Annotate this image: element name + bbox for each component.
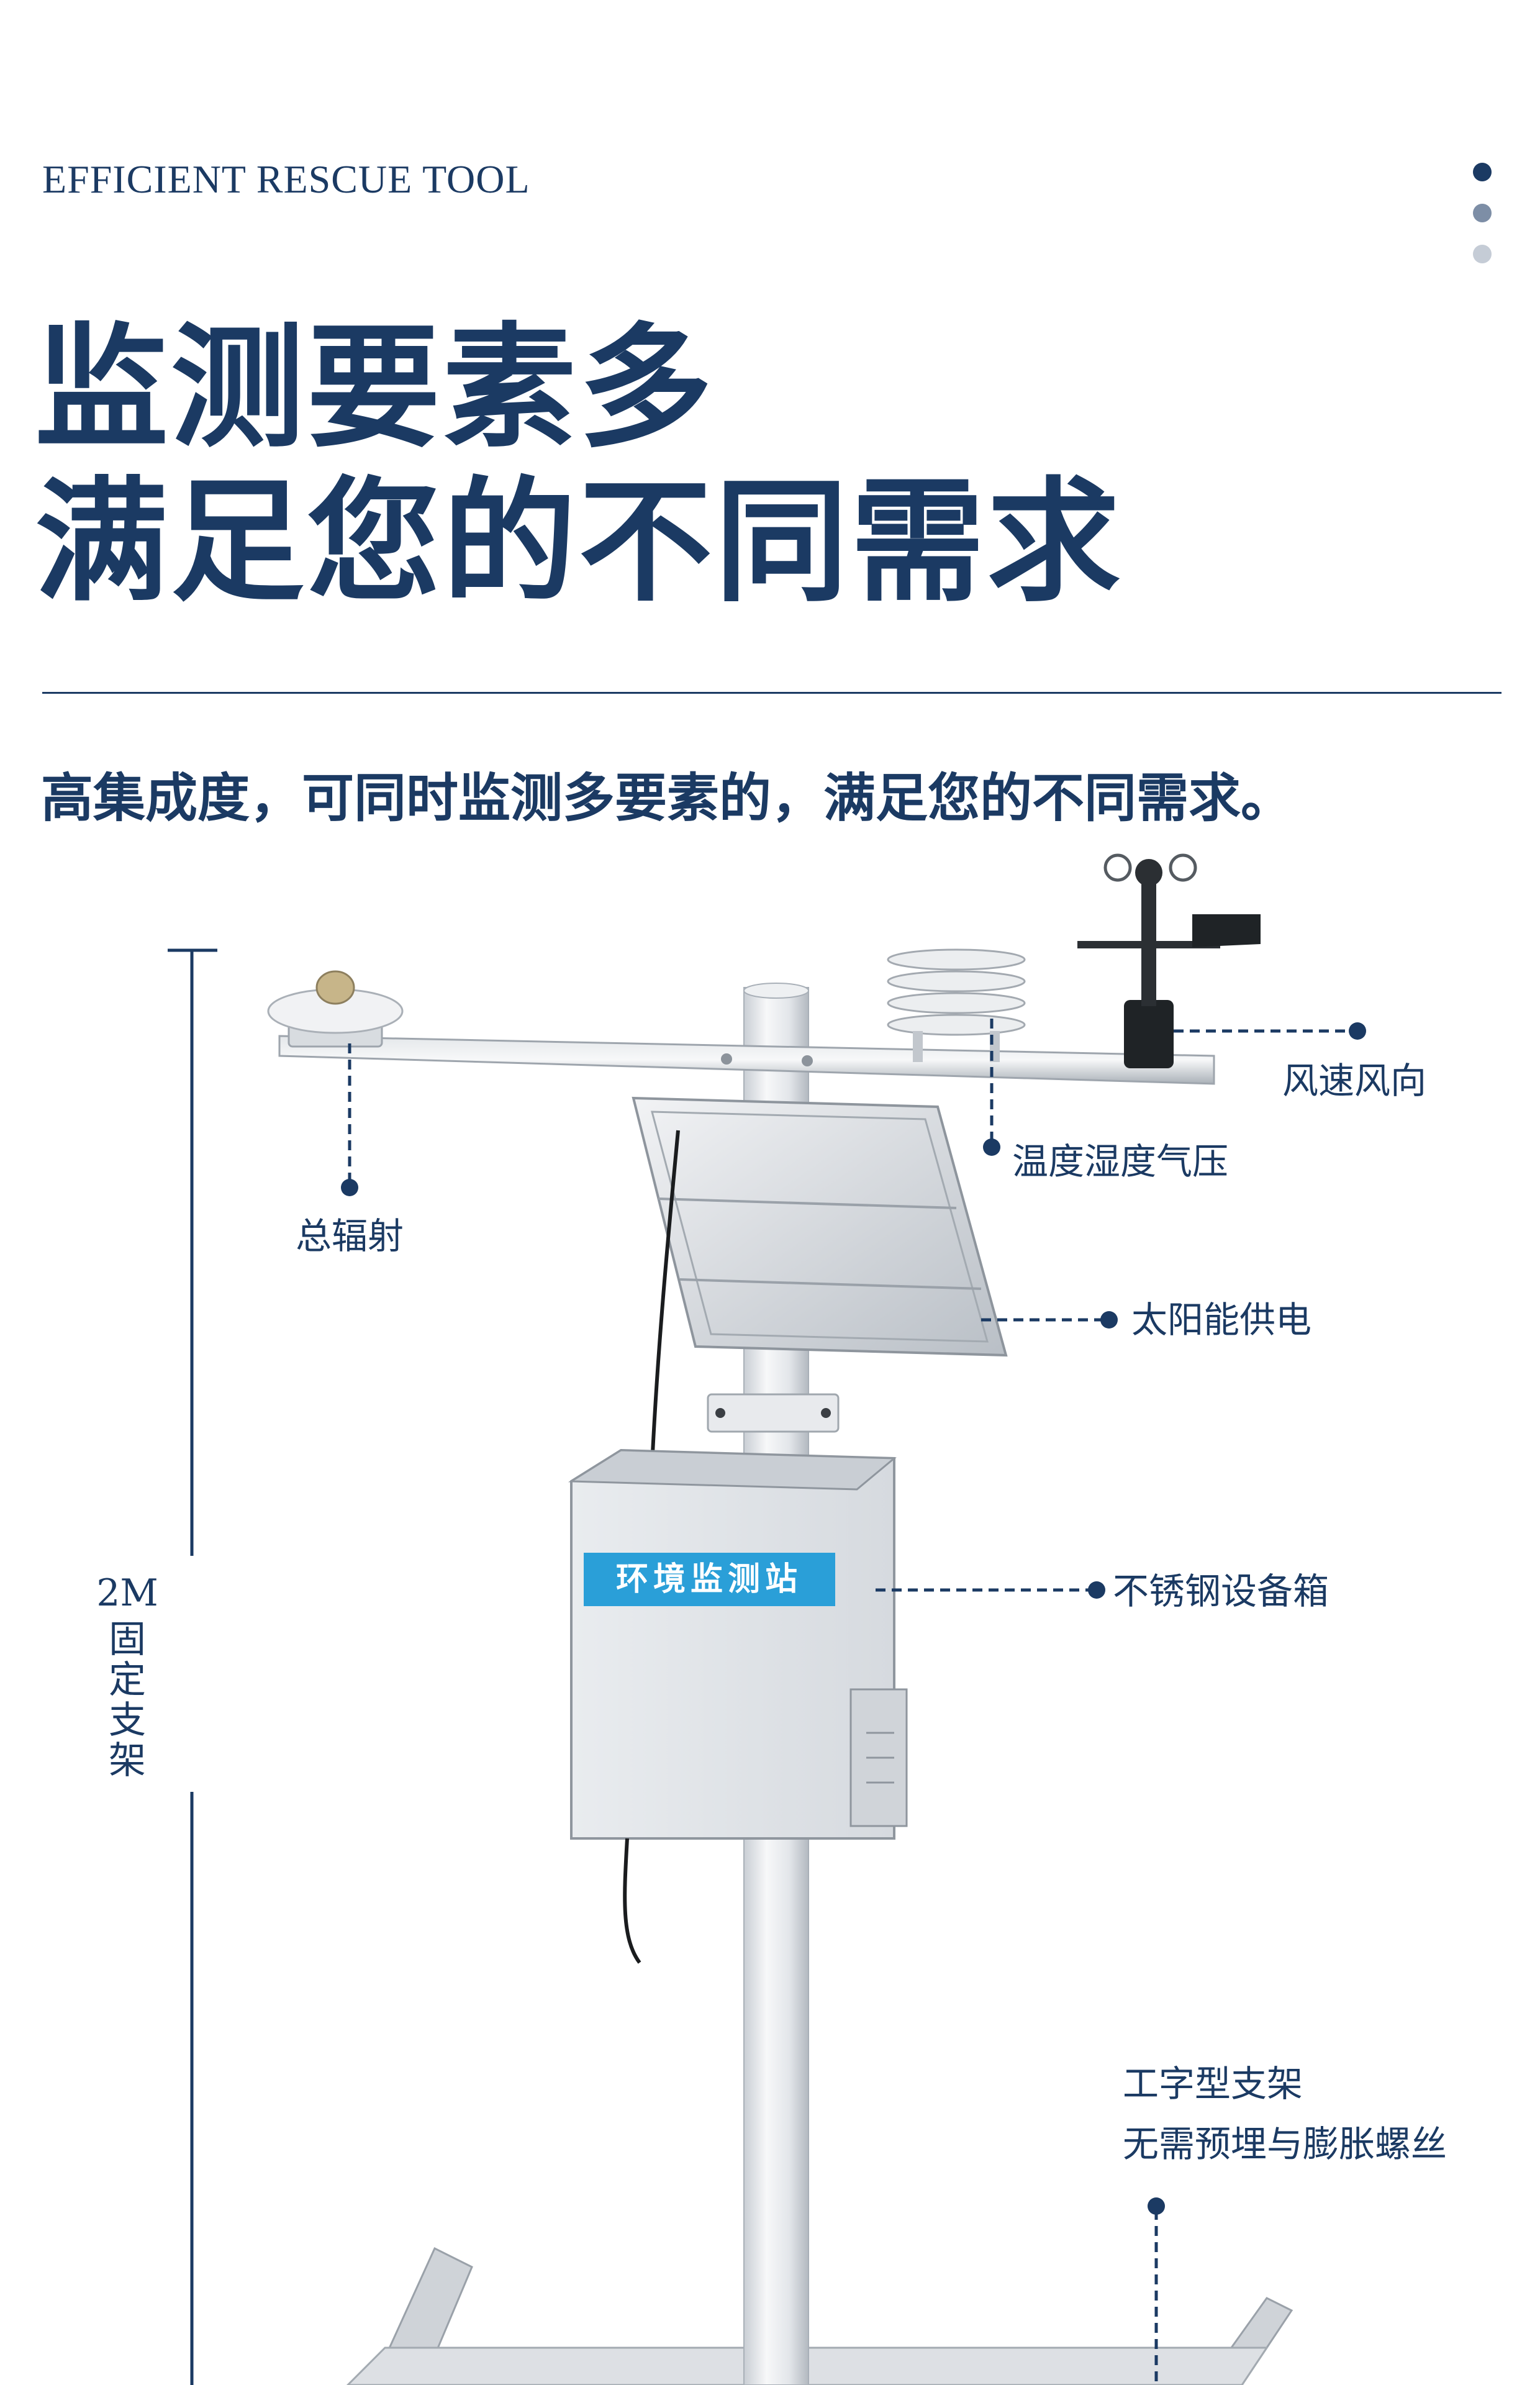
equipment-box (568, 1448, 908, 1840)
weather-station-diagram: 2M 固 定 支 架 (96, 853, 1447, 2385)
callout-temp-humidity-pressure: 温度湿度气压 (1012, 1140, 1228, 1183)
callout-radiation: 总辐射 (296, 1215, 404, 1257)
sensor-cable (650, 1130, 680, 1466)
title-line-1: 监测要素多 (35, 309, 715, 466)
indicator-dot (1473, 245, 1492, 263)
page-indicator (1472, 163, 1493, 286)
station-sign-text: 环境监测站 (616, 1561, 802, 1597)
station-sign (584, 1553, 835, 1606)
louvered-shelter (887, 948, 1026, 1062)
divider (42, 692, 1502, 694)
height-caption-char: 支 (109, 1699, 146, 1742)
radiation-sensor (267, 970, 404, 1048)
pole-clamp (707, 1393, 840, 1433)
callout-solar-power: 太阳能供电 (1131, 1299, 1311, 1341)
box-cable (623, 1838, 641, 1964)
callout-stand-line-1: 工字型支架 (1123, 2063, 1303, 2105)
page-title: 监测要素多 满足您的不同需求 (35, 311, 1123, 619)
height-label: 2M (96, 1571, 158, 1615)
callout-leaders (348, 1019, 1354, 2385)
height-caption-char: 固 (109, 1618, 146, 1661)
indicator-dot (1473, 163, 1492, 181)
callout-wind: 风速风向 (1282, 1060, 1426, 1102)
indicator-dot (1473, 204, 1492, 222)
base-stand (346, 2246, 1293, 2385)
eyebrow-text: EFFICIENT RESCUE TOOL (42, 157, 530, 201)
height-caption-char: 定 (109, 1658, 146, 1702)
wind-sensor (1077, 853, 1261, 1068)
height-bracket (118, 948, 267, 2385)
height-caption-char: 架 (109, 1739, 146, 1783)
title-line-2: 满足您的不同需求 (35, 463, 1123, 620)
callout-dots (341, 1022, 1366, 2215)
cross-arm (278, 1035, 1215, 1085)
solar-panel (632, 1096, 1008, 1357)
subtitle: 高集成度，可同时监测多要素的，满足您的不同需求。 (41, 767, 1293, 829)
callout-equipment-box: 不锈钢设备箱 (1113, 1570, 1329, 1612)
callout-stand-line-2: 无需预埋与膨胀螺丝 (1123, 2123, 1447, 2165)
